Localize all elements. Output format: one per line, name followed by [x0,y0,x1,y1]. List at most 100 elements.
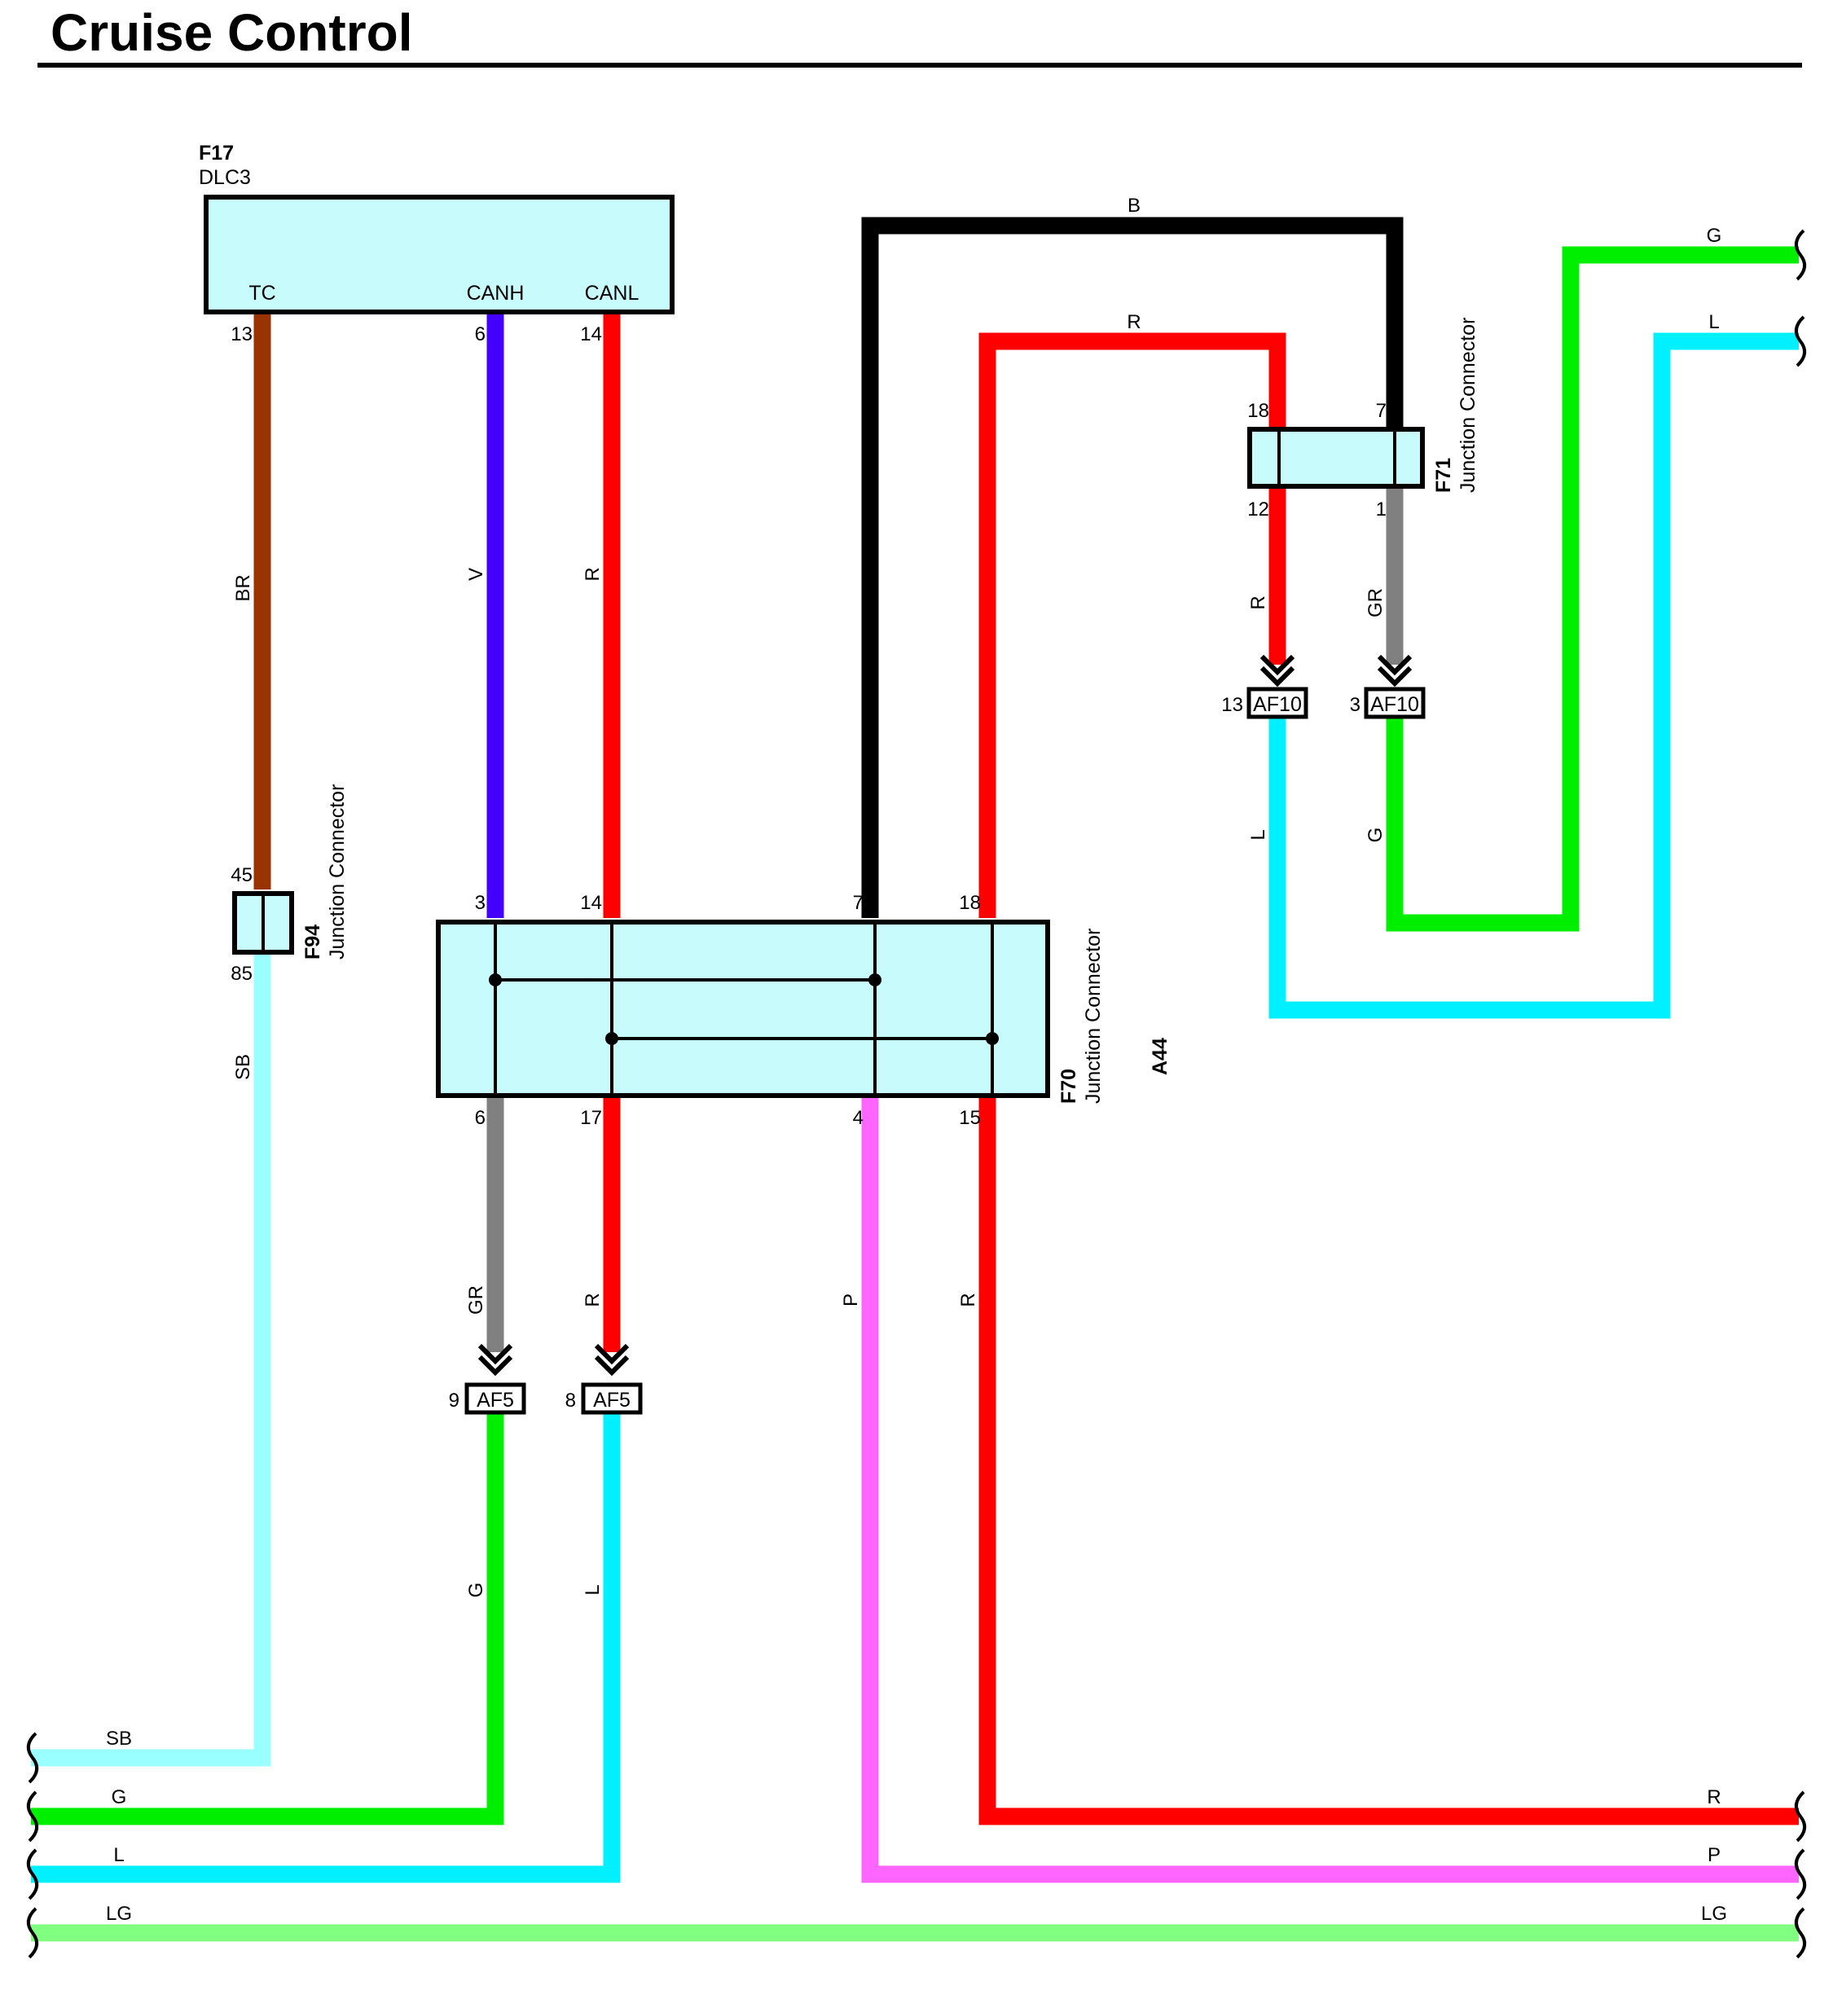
wire-af10-l [1268,332,1799,1019]
wire-r-top [978,332,1286,918]
label-bus-l: L [113,1844,124,1866]
f70-pin-14: 14 [580,892,602,914]
a44-code: A44 [1149,1038,1171,1075]
f71-pin-12: 12 [1247,499,1269,520]
connector-f17[interactable]: F17 DLC3 TC CANH CANL 13 6 14 [199,142,675,345]
connector-af10-13[interactable]: AF10 13 [1221,654,1308,719]
f70-pin-4: 4 [853,1107,864,1129]
wire-b-top [861,217,1404,918]
f70-node-4 [986,1032,999,1045]
af5-8-chevron [594,1343,630,1377]
f70-node-3 [605,1032,618,1045]
break-right-l [1794,315,1807,367]
label-af5-g: G [465,1583,487,1598]
wire-bus-p [861,1089,1799,1883]
f17-pin-13: 13 [231,323,253,345]
f70-code: F70 [1057,1069,1080,1104]
af10-3-code: AF10 [1370,693,1419,716]
f94-pin-85: 85 [231,963,253,985]
af10-pin-3: 3 [1350,694,1360,716]
connector-af5-8[interactable]: AF5 8 [565,1343,643,1415]
label-canh-v: V [465,568,487,581]
label-f94-sb: SB [232,1054,254,1080]
label-af5-l: L [582,1584,604,1595]
label-canl-r: R [582,567,604,581]
af5-9-code: AF5 [477,1389,514,1412]
wires [31,217,1799,1942]
wire-bus-g [31,1398,504,1825]
af5-9-plug[interactable] [464,1382,526,1415]
f70-node-2 [868,973,881,986]
f17-pin-6: 6 [475,323,486,345]
f94-name: Junction Connector [326,784,349,960]
break-left-sb [26,1732,39,1784]
break-right-r [1794,1790,1807,1843]
wire-bus-r [978,1089,1799,1825]
f17-pin-tc-label: TC [248,282,275,305]
f71-code: F71 [1432,458,1455,493]
connector-af10-3[interactable]: AF10 3 [1350,654,1426,719]
af10-3-plug[interactable] [1364,687,1426,719]
f70-pin-6: 6 [475,1107,486,1129]
label-bus-g: G [112,1786,127,1808]
af5-9-chevron [477,1343,513,1377]
connector-f70[interactable]: 3 14 7 18 6 17 4 15 F70 Junction Connect… [436,892,1171,1129]
connector-f94[interactable]: 45 85 F94 Junction Connector [231,784,349,985]
label-af10-l: L [1247,829,1269,840]
af10-3-chevron [1377,654,1413,687]
label-f71-r: R [1247,595,1269,609]
label-bus-sb: SB [106,1728,132,1750]
wire-bus-sb [31,953,271,1767]
f70-pin-7: 7 [853,892,864,914]
f70-pin-15: 15 [959,1107,981,1129]
connector-af5-9[interactable]: AF5 9 [449,1343,526,1415]
label-af10-g: G [1365,828,1387,843]
label-g-right: G [1707,225,1722,247]
f17-code: F17 [199,142,234,165]
af10-pin-13: 13 [1221,694,1243,716]
af10-13-code: AF10 [1253,693,1302,716]
f17-name: DLC3 [199,166,251,189]
af5-8-plug[interactable] [581,1382,643,1415]
label-b-top: B [1127,195,1141,217]
label-f70-r17: R [582,1293,604,1307]
wire-bus-l [31,1398,621,1883]
connector-f71[interactable]: 18 7 12 1 F71 Junction Connector [1247,318,1479,520]
label-l-right: L [1708,311,1719,333]
af10-13-chevron [1259,654,1295,687]
label-r-top: R [1127,311,1141,333]
label-tc-br: BR [232,574,254,601]
page-title: Cruise Control [51,3,412,62]
f17-body[interactable] [204,195,675,314]
af10-13-plug[interactable] [1246,687,1308,719]
break-right-p [1794,1848,1807,1900]
break-marks [26,229,1807,1959]
f70-body[interactable] [436,920,1050,1098]
label-f71-gr: GR [1365,588,1387,617]
f70-pin-3: 3 [475,892,486,914]
f94-pin-45: 45 [231,864,253,886]
label-bus-r-right: R [1707,1786,1721,1808]
break-left-l [26,1848,39,1900]
af5-pin-8: 8 [565,1390,576,1412]
f71-body[interactable] [1247,427,1425,489]
label-bus-lg-right: LG [1701,1903,1727,1925]
wire-labels: BR V R SB R GR L G GR R P R G L B R G L … [106,195,1727,1925]
f71-pin-18: 18 [1247,400,1269,422]
break-right-g [1794,229,1807,281]
f70-node-1 [489,973,502,986]
break-right-lg [1794,1907,1807,1959]
label-f70-p: P [840,1293,862,1307]
label-f70-r15: R [957,1293,979,1307]
f71-pin-1: 1 [1376,499,1387,520]
f17-pin-14: 14 [580,323,602,345]
f70-pin-18: 18 [959,892,981,914]
f71-pin-7: 7 [1376,400,1387,422]
f94-code: F94 [301,925,324,960]
f71-name: Junction Connector [1457,318,1479,493]
label-f70-gr: GR [465,1285,487,1315]
af5-8-code: AF5 [593,1389,631,1412]
f70-pin-17: 17 [580,1107,602,1129]
f17-pin-canh-label: CANH [467,282,525,305]
